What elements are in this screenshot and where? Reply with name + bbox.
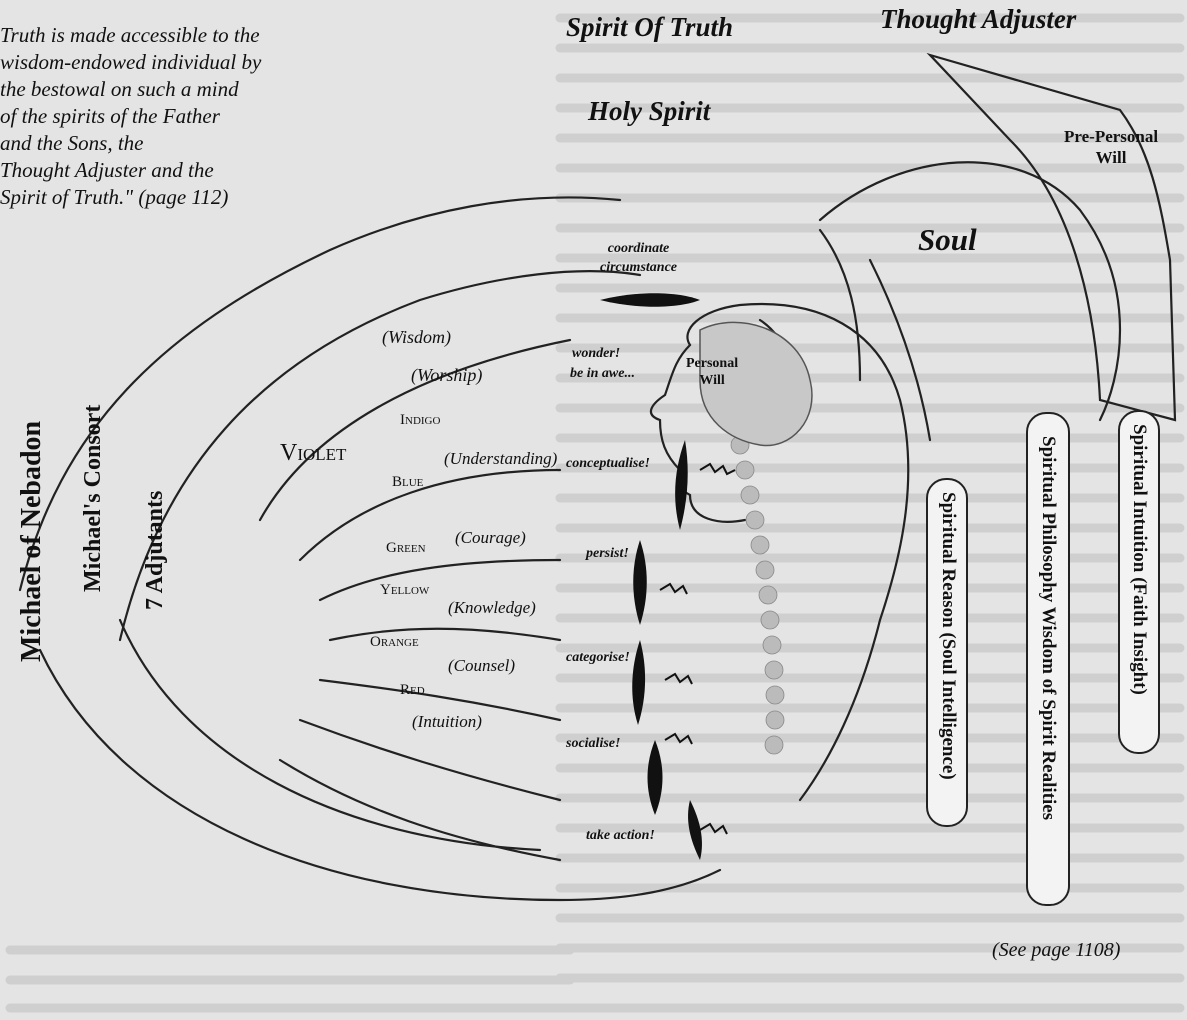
soul-region bbox=[820, 162, 1120, 420]
outer-arm-upper bbox=[20, 197, 620, 590]
color-yellow: Yellow bbox=[380, 582, 429, 599]
action-wonder-line: be in awe... bbox=[570, 364, 635, 384]
seven-adjutants-label: 7 Adjutants bbox=[142, 491, 169, 610]
action-categorise: categorise! bbox=[566, 650, 630, 666]
pill-spiritual-reason: Spiritual Reason (Soul Intelligence) bbox=[926, 478, 968, 827]
adjutant-courage: (Courage) bbox=[455, 528, 526, 548]
personal-will-label: Personal Will bbox=[686, 355, 738, 389]
pill-spiritual-philosophy-label: Spiritual Philosophy Wisdom of Spirit Re… bbox=[1037, 436, 1059, 820]
adjutant-understanding: (Understanding) bbox=[444, 449, 557, 469]
pill-spiritual-intuition: Spiritual Intuition (Faith Insight) bbox=[1118, 410, 1160, 754]
personal-will-line: Personal bbox=[686, 355, 738, 372]
quote-line: the bestowal on such a mind bbox=[0, 76, 340, 103]
soul-label: Soul bbox=[918, 222, 977, 258]
pre-personal-will-label: Pre-Personal Will bbox=[1064, 126, 1158, 168]
heading-thought-adjuster: Thought Adjuster bbox=[880, 4, 1076, 35]
quote-line: Spirit of Truth." (page 112) bbox=[0, 184, 340, 211]
quote-line: Truth is made accessible to the bbox=[0, 22, 340, 49]
action-wonder: wonder! be in awe... bbox=[570, 344, 635, 384]
adjutant-counsel: (Counsel) bbox=[448, 656, 515, 676]
quote-line: wisdom-endowed individual by bbox=[0, 49, 340, 76]
color-indigo: Indigo bbox=[400, 412, 440, 429]
quote-line: and the Sons, the bbox=[0, 130, 340, 157]
pre-personal-will-line: Pre-Personal bbox=[1064, 126, 1158, 147]
adjutant-intuition: (Intuition) bbox=[412, 712, 482, 732]
action-coordinate: coordinate circumstance bbox=[600, 239, 677, 277]
pill-spiritual-philosophy: Spiritual Philosophy Wisdom of Spirit Re… bbox=[1026, 412, 1070, 906]
action-persist: persist! bbox=[586, 546, 629, 562]
michael-of-nebadon-label: Michael of Nebadon bbox=[16, 421, 48, 662]
color-orange: Orange bbox=[370, 634, 419, 651]
color-green: Green bbox=[386, 540, 426, 557]
adjutant-worship: (Worship) bbox=[411, 365, 482, 386]
adjutant-knowledge: (Knowledge) bbox=[448, 598, 536, 618]
page-reference: (See page 1108) bbox=[992, 939, 1120, 962]
color-red: Red bbox=[400, 682, 425, 699]
action-coordinate-line: coordinate bbox=[600, 239, 677, 258]
quote-line: of the spirits of the Father bbox=[0, 103, 340, 130]
color-blue: Blue bbox=[392, 474, 423, 491]
personal-will-line: Will bbox=[686, 372, 738, 389]
color-violet: Violet bbox=[280, 440, 346, 467]
pill-spiritual-reason-label: Spiritual Reason (Soul Intelligence) bbox=[937, 492, 959, 780]
action-wonder-line: wonder! bbox=[570, 344, 635, 364]
quote-block: Truth is made accessible to the wisdom-e… bbox=[0, 22, 340, 211]
action-take-action: take action! bbox=[586, 828, 655, 844]
action-coordinate-line: circumstance bbox=[600, 258, 677, 277]
heading-holy-spirit: Holy Spirit bbox=[588, 96, 710, 127]
heading-spirit-of-truth: Spirit Of Truth bbox=[566, 12, 733, 43]
pill-spiritual-intuition-label: Spiritual Intuition (Faith Insight) bbox=[1128, 424, 1150, 695]
pre-personal-will-line: Will bbox=[1064, 147, 1158, 168]
action-socialise: socialise! bbox=[566, 736, 620, 752]
michaels-consort-label: Michael's Consort bbox=[80, 405, 107, 592]
adjutant-wisdom: (Wisdom) bbox=[382, 327, 451, 348]
action-conceptualise: conceptualise! bbox=[566, 456, 650, 472]
quote-line: Thought Adjuster and the bbox=[0, 157, 340, 184]
